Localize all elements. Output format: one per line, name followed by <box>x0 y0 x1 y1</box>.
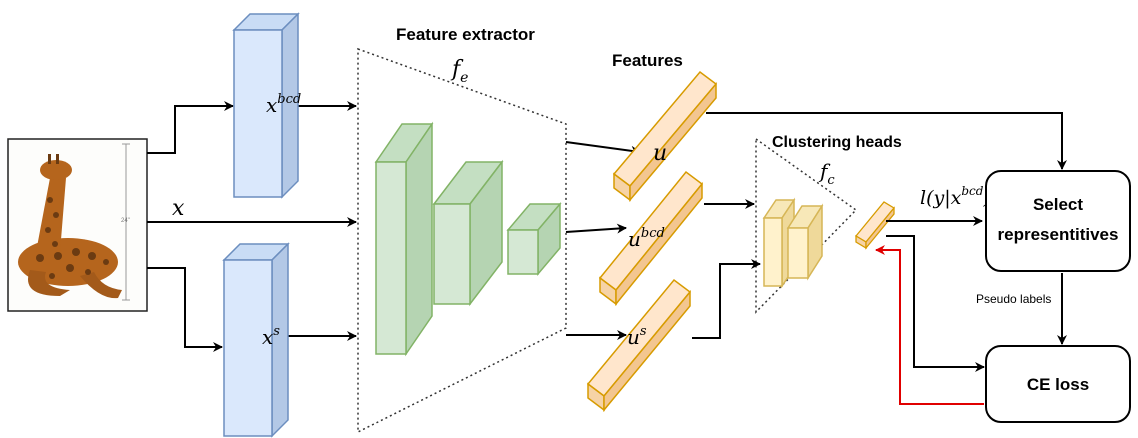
feature-extractor-title: Feature extractor <box>396 25 535 44</box>
cluster-output-vector <box>855 201 895 250</box>
label-f-c: fc <box>818 159 835 188</box>
label-u-s: us <box>627 324 647 349</box>
feature-bar-u-bcd <box>598 170 704 307</box>
label-u: u <box>653 141 667 166</box>
select-representatives-box: Select representitives <box>985 170 1131 272</box>
input-slab-xbcd <box>232 12 300 199</box>
feature-bar-u <box>612 70 718 203</box>
label-x-s: xs <box>262 324 280 349</box>
feature-extractor-trapezoid <box>357 47 567 434</box>
ce-loss-label: CE loss <box>1027 375 1089 394</box>
encoder-block-large <box>374 121 434 357</box>
input-image: 24" <box>7 138 148 312</box>
arrow-image-to-xs <box>147 267 223 352</box>
encoder-block-small <box>506 201 562 277</box>
label-f-e: fe <box>450 57 468 86</box>
encoder-block-medium <box>432 159 504 307</box>
input-slab-xs <box>222 242 290 438</box>
arrow-extractor-to-ubcd <box>565 223 627 234</box>
arrow-celoss-backprop <box>875 245 984 405</box>
features-title: Features <box>612 51 683 70</box>
label-u-bcd: ubcd <box>628 226 665 251</box>
label-x-bcd: xbcd <box>266 92 301 117</box>
arrow-image-to-xbcd <box>147 101 234 154</box>
select-box-line2: representitives <box>998 225 1119 244</box>
select-box-line1: Select <box>1033 195 1083 214</box>
label-likelihood: l(y|xbcd) <box>920 184 991 209</box>
clustering-heads-title: Clustering heads <box>772 134 902 151</box>
feature-bar-u-s <box>586 278 692 413</box>
arrow-u-to-select <box>706 112 1067 170</box>
arrow-us-to-heads <box>692 259 761 339</box>
arrow-vector-to-celoss <box>886 235 985 372</box>
ruler-label: 24" <box>121 218 130 224</box>
giraffe-picture: 24" <box>18 143 130 301</box>
cluster-head-block-front <box>786 203 824 281</box>
arrow-extractor-to-u <box>565 141 641 156</box>
label-x: x <box>172 196 185 221</box>
clustering-heads-triangle <box>755 137 858 314</box>
pseudo-labels-label: Pseudo labels <box>976 292 1051 306</box>
ce-loss-box: CE loss <box>985 345 1131 423</box>
